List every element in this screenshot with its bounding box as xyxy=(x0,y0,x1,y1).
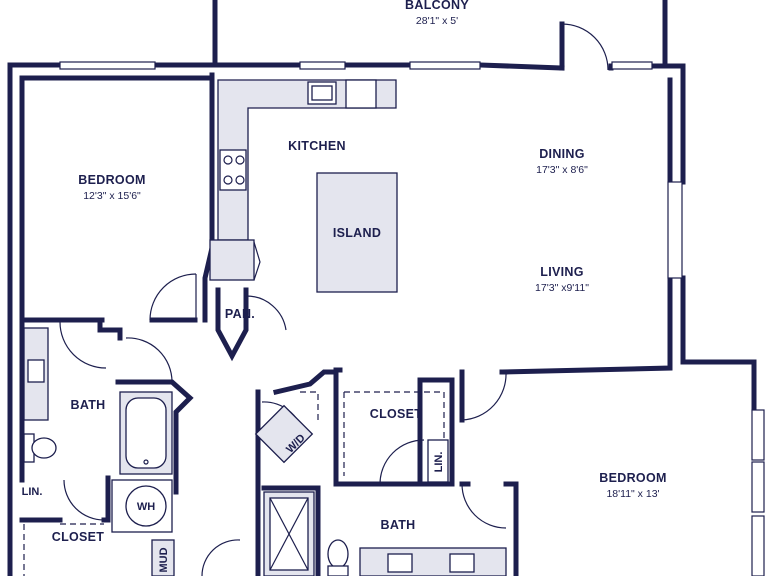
bedroom-1-label: BEDROOM xyxy=(78,173,145,187)
pantry-label: PAN. xyxy=(225,307,255,321)
dining-dims: 17'3" x 8'6" xyxy=(536,164,588,176)
bath-2-label: BATH xyxy=(381,518,416,532)
closet-2-label: CLOSET xyxy=(370,407,423,421)
kitchen-label: KITCHEN xyxy=(288,139,346,153)
room-labels: BALCONY 28'1" x 5' KITCHEN ISLAND DINING… xyxy=(22,0,667,573)
bedroom-2-dims: 18'11" x 13' xyxy=(606,488,659,500)
linen-1-label: LIN. xyxy=(22,486,43,498)
living-label: LIVING xyxy=(540,265,583,279)
kitchen-island xyxy=(316,172,398,293)
dining-label: DINING xyxy=(539,147,585,161)
bedroom-1-dims: 12'3" x 15'6" xyxy=(83,190,141,202)
balcony-label: BALCONY xyxy=(405,0,469,12)
windows xyxy=(59,61,765,576)
closet-1-label: CLOSET xyxy=(52,530,105,544)
bedroom-2-label: BEDROOM xyxy=(599,471,666,485)
living-dims: 17'3" x9'11" xyxy=(535,282,589,294)
island-label: ISLAND xyxy=(333,226,381,240)
fixtures xyxy=(23,79,507,576)
bath-1-label: BATH xyxy=(71,398,106,412)
balcony-dims: 28'1" x 5' xyxy=(416,15,458,27)
linen-2-label: LIN. xyxy=(433,452,445,473)
mud-label: MUD xyxy=(158,547,170,572)
water-heater-label: WH xyxy=(137,501,155,513)
walls xyxy=(7,0,757,576)
water-heater-icon xyxy=(125,485,167,527)
